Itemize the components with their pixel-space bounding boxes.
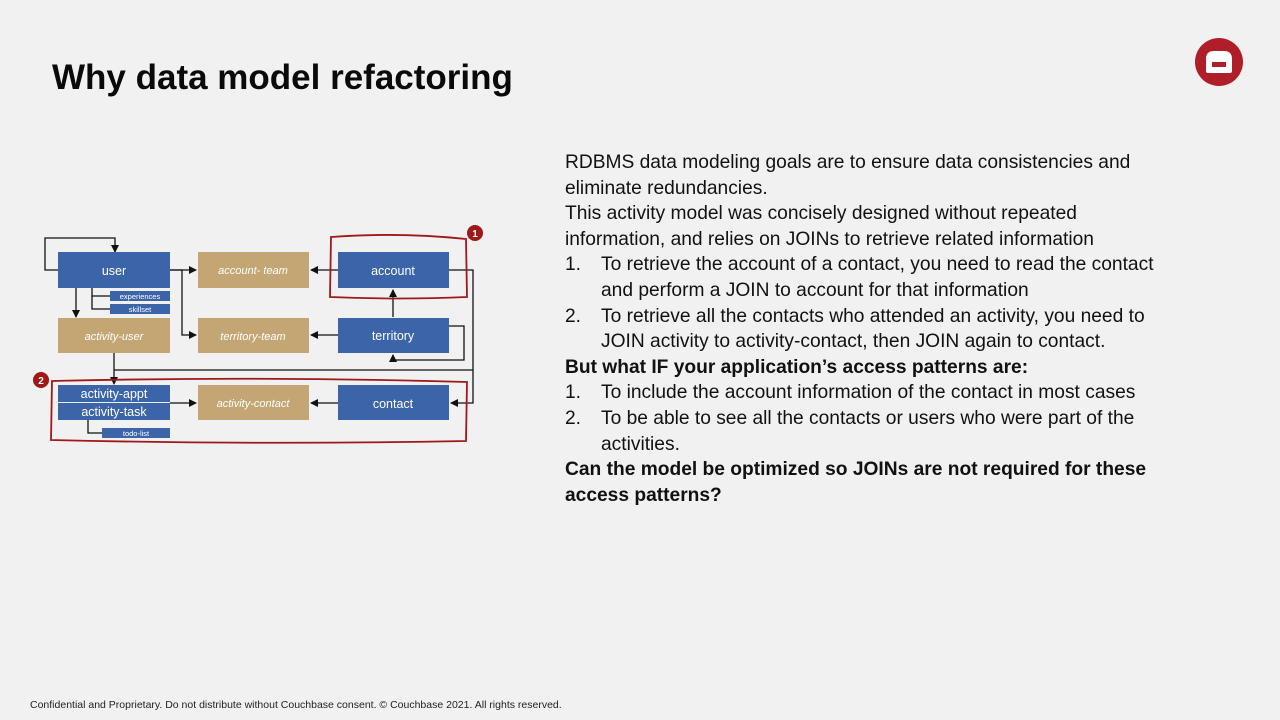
svg-text:account- team: account- team xyxy=(218,265,288,277)
couchbase-logo-icon xyxy=(1195,38,1243,86)
question-optimization: Can the model be optimized so JOINs are … xyxy=(565,459,1147,506)
content-text: RDBMS data modeling goals are to ensure … xyxy=(565,150,1165,508)
footer-disclaimer: Confidential and Proprietary. Do not dis… xyxy=(30,699,562,711)
node-contact: contact xyxy=(338,385,449,420)
node-account: account xyxy=(338,252,449,288)
highlight-box-activity xyxy=(50,377,468,444)
intro-paragraph-2: This activity model was concisely design… xyxy=(565,203,1094,250)
svg-text:1: 1 xyxy=(472,229,478,240)
svg-text:activity-appt: activity-appt xyxy=(81,387,148,401)
list-item: 2. To retrieve all the contacts who atte… xyxy=(565,305,1145,353)
node-user: user xyxy=(58,252,170,288)
list-item: 2. To be able to see all the contacts or… xyxy=(565,407,1135,455)
svg-text:activity-user: activity-user xyxy=(85,331,145,343)
connector-user-territoryteam xyxy=(170,269,197,339)
list-item: 1. To retrieve the account of a contact,… xyxy=(565,254,1154,301)
svg-text:territory: territory xyxy=(372,329,415,343)
entity-diagram: user experiences skillset account- team … xyxy=(33,225,483,444)
node-experiences: experiences xyxy=(110,291,170,301)
diagram-connectors xyxy=(44,237,474,434)
connector-user-experiences xyxy=(91,288,110,297)
connector-activity-todolist xyxy=(87,420,102,434)
node-activity-user: activity-user xyxy=(58,318,170,353)
callout-marker-2: 2 xyxy=(33,372,49,388)
svg-text:user: user xyxy=(102,264,126,278)
svg-text:account: account xyxy=(371,264,415,278)
question-access-patterns: But what IF your application’s access pa… xyxy=(565,356,1029,378)
access-patterns-list: 1. To include the account information of… xyxy=(565,380,1165,457)
svg-text:skillset: skillset xyxy=(129,305,152,314)
node-activity-appt: activity-appt xyxy=(58,385,170,402)
connector-territory-self xyxy=(389,325,465,362)
node-account-team: account- team xyxy=(198,252,309,288)
svg-text:contact: contact xyxy=(373,397,414,411)
connector-user-self xyxy=(44,237,119,271)
intro-paragraph-1: RDBMS data modeling goals are to ensure … xyxy=(565,152,1131,199)
svg-text:activity-task: activity-task xyxy=(81,405,147,419)
connector-user-skillset xyxy=(91,296,110,310)
node-todo-list: todo-list xyxy=(102,428,170,438)
svg-text:experiences: experiences xyxy=(120,292,161,301)
list-item: 1. To include the account information of… xyxy=(565,382,1136,404)
svg-text:territory-team: territory-team xyxy=(220,331,285,343)
svg-text:activity-contact: activity-contact xyxy=(217,398,291,410)
node-skillset: skillset xyxy=(110,304,170,314)
join-explanations-list: 1. To retrieve the account of a contact,… xyxy=(565,252,1165,354)
node-territory-team: territory-team xyxy=(198,318,309,353)
node-territory: territory xyxy=(338,318,449,353)
connector-account-contact xyxy=(449,269,474,407)
svg-text:2: 2 xyxy=(38,376,44,387)
svg-text:todo-list: todo-list xyxy=(123,429,150,438)
highlight-box-account xyxy=(329,234,468,300)
node-activity-contact: activity-contact xyxy=(198,385,309,420)
node-activity-task: activity-task xyxy=(58,403,170,420)
callout-marker-1: 1 xyxy=(467,225,483,241)
slide-title: Why data model refactoring xyxy=(52,58,513,97)
